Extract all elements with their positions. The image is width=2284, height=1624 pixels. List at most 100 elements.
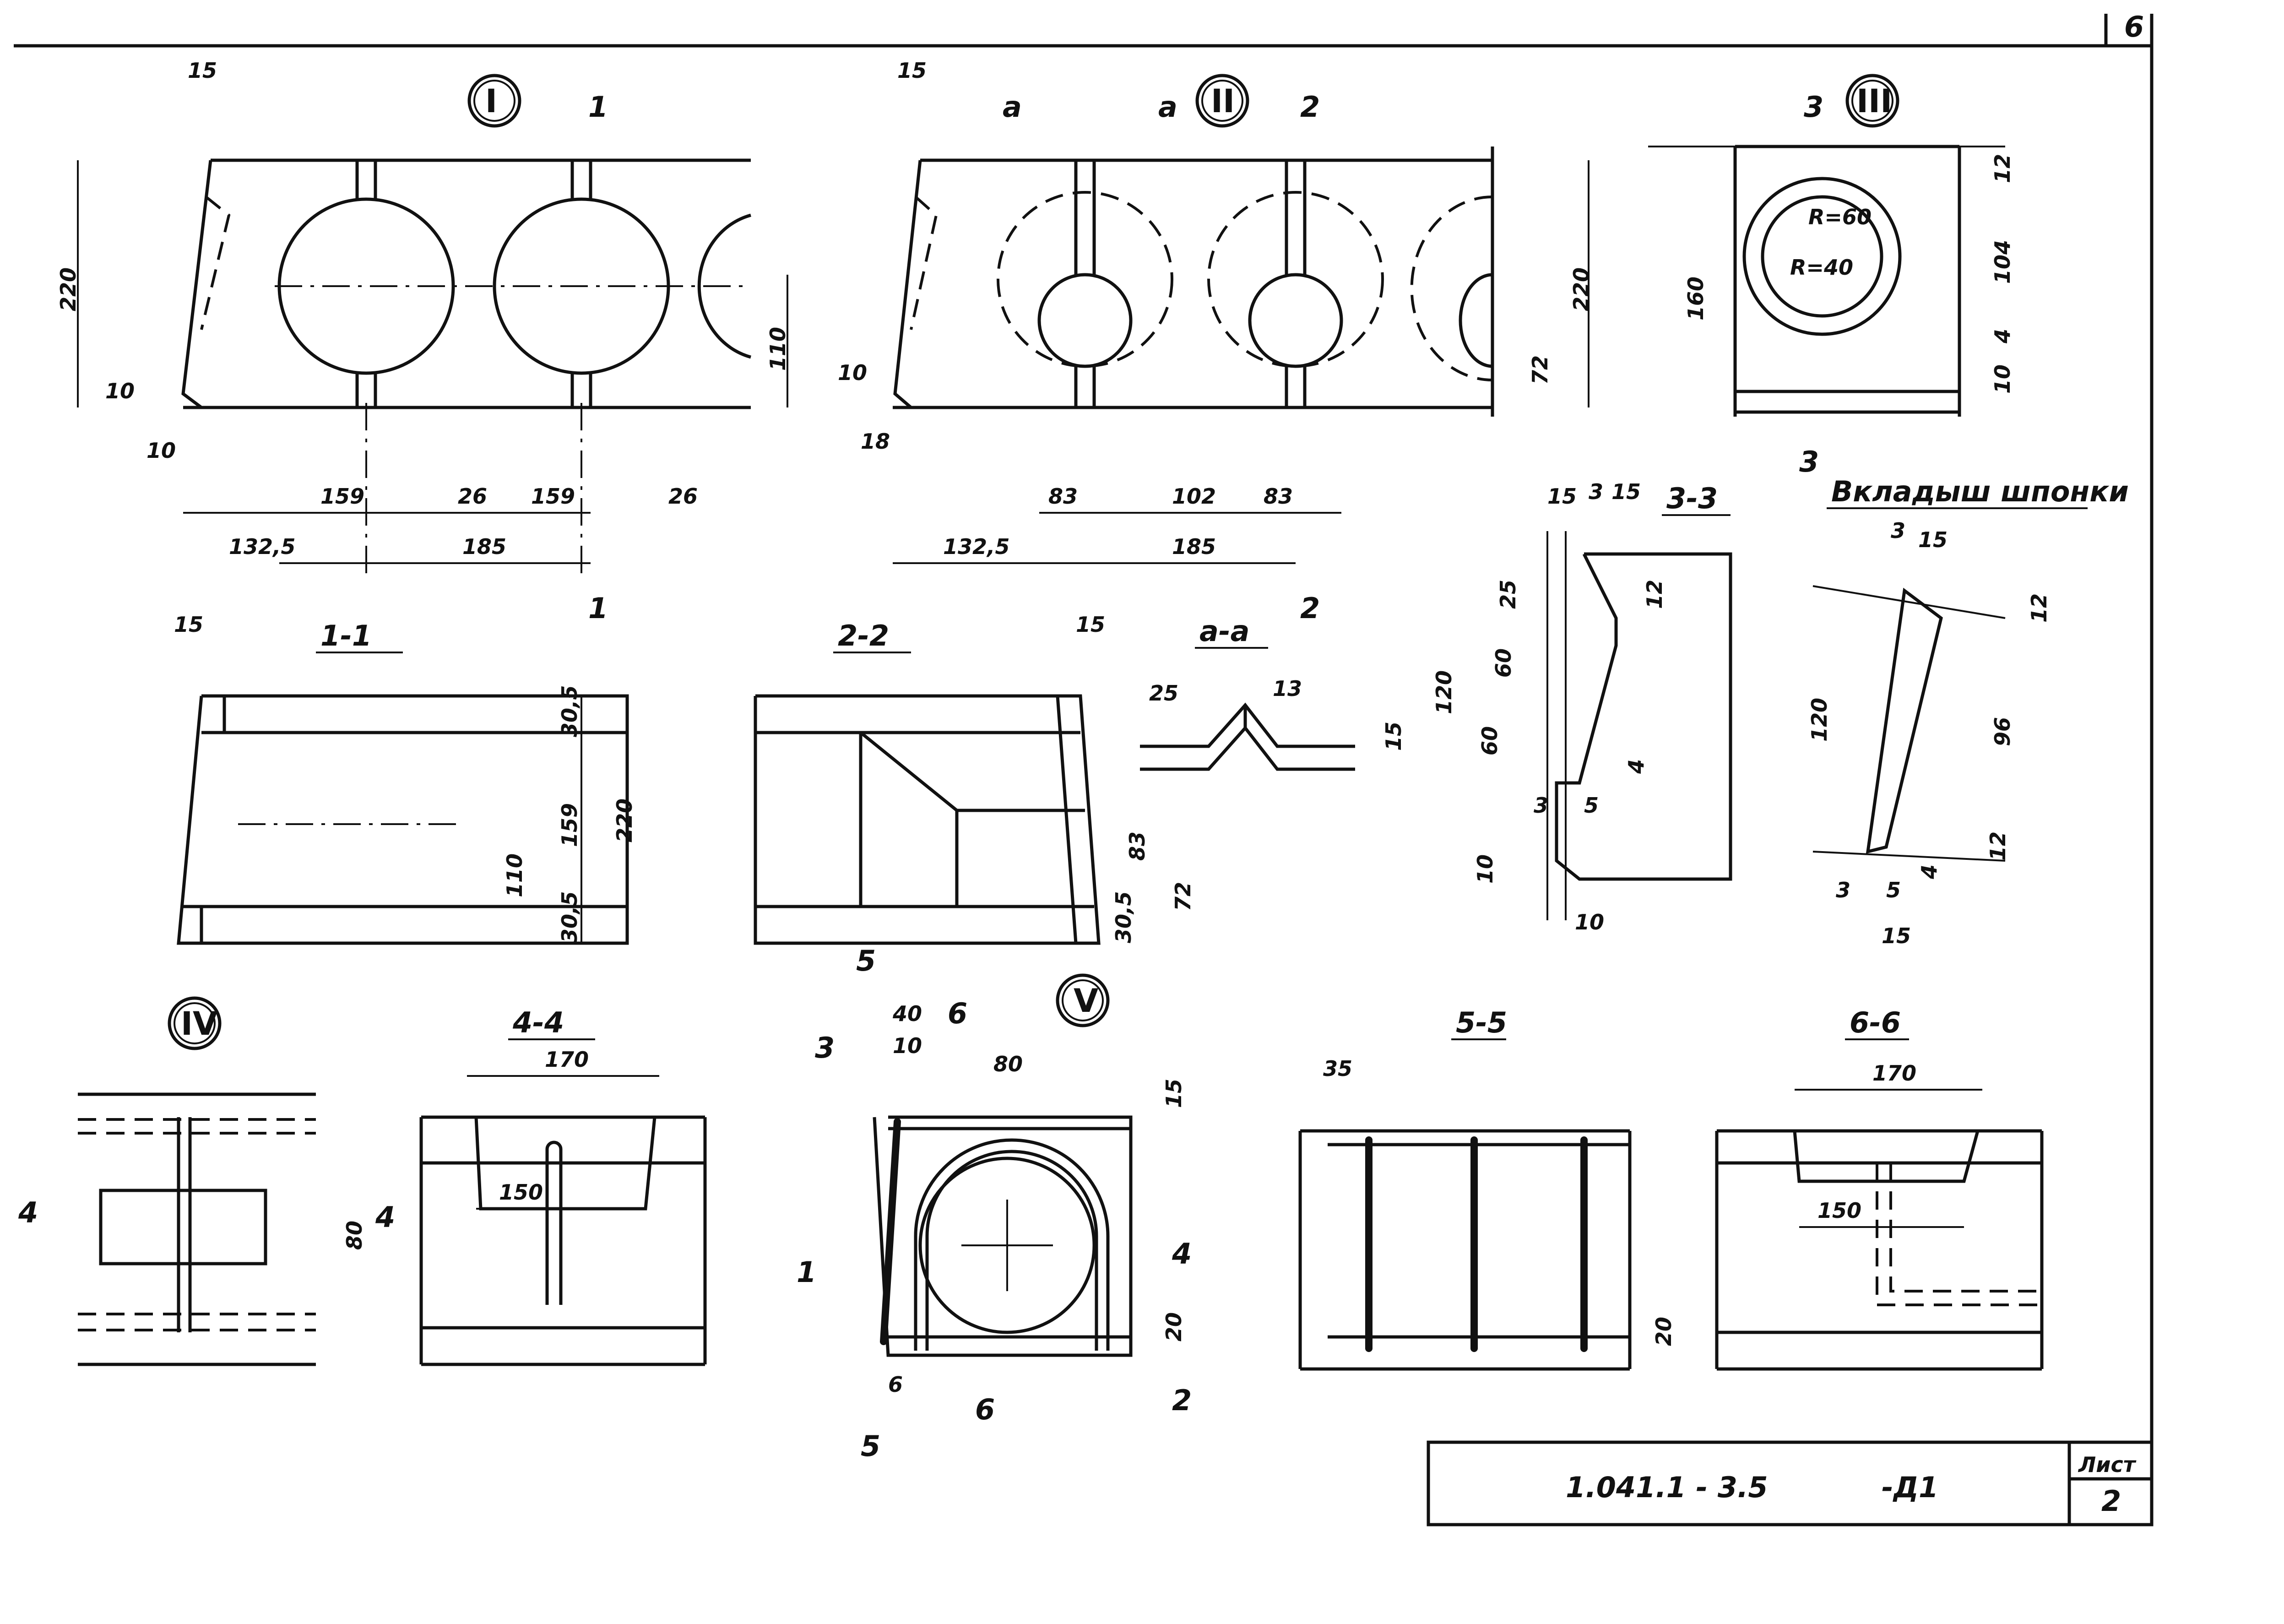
dim-ins-12b: 12 <box>1986 831 2010 861</box>
callout-3: 3 <box>815 1031 835 1065</box>
title-block: 1.041.1 - 3.5 -Д1 Лист 2 <box>1427 1440 2154 1526</box>
dim-s3-5: 5 <box>1584 793 1599 818</box>
dim-II-83b: 83 <box>1264 484 1293 509</box>
section-title-4-4: 4-4 <box>512 1006 564 1039</box>
corner-mark: 6 <box>2124 10 2144 43</box>
section-mark-a-left: а <box>1003 90 1022 124</box>
section-mark-1: 1 <box>588 90 608 124</box>
dim-V-10: 10 <box>893 1033 922 1058</box>
list-number: 2 <box>2101 1484 2121 1518</box>
dim-III-10: 10 <box>1990 364 2015 394</box>
dim-s3-10b: 10 <box>1575 910 1604 934</box>
dim-I-110: 110 <box>765 327 790 371</box>
dim-s3-60b: 60 <box>1477 726 1502 755</box>
dim-ins-3a: 3 <box>1891 518 1905 543</box>
dim-s1-305b: 30,5 <box>557 891 582 944</box>
view-mark-circle <box>467 74 521 128</box>
callout-1: 1 <box>797 1255 816 1289</box>
dim-s2-83: 83 <box>1125 831 1150 861</box>
view-V: V 40 10 6 80 15 3 1 4 20 2 6 5 6 <box>797 973 1192 1463</box>
view-mark-V: V <box>1074 982 1098 1020</box>
dim-s1-220: 220 <box>612 798 637 842</box>
section-title-a-a: а-а <box>1199 614 1249 648</box>
dim-ins-15b: 15 <box>1882 923 1911 948</box>
dim-I-185: 185 <box>462 534 506 559</box>
dim-I-1325: 132,5 <box>229 534 296 559</box>
dim-III-r60: R=60 <box>1808 205 1872 229</box>
dim-s3-25: 25 <box>1496 580 1520 609</box>
section-title-5-5: 5-5 <box>1456 1006 1507 1039</box>
dim-s3-12: 12 <box>1642 580 1667 609</box>
dim-s1-159: 159 <box>557 803 582 847</box>
section-mark-3-top: 3 <box>1804 90 1823 124</box>
dim-I-26b: 26 <box>668 484 698 509</box>
view-IV: IV 4 4 80 <box>18 996 395 1366</box>
callout-2: 2 <box>1172 1384 1192 1417</box>
dim-II-1325: 132,5 <box>943 534 1010 559</box>
dim-s3-60a: 60 <box>1491 648 1516 678</box>
list-label: Лист <box>2078 1452 2137 1477</box>
section-1-1: 1-1 15 1 30,5 159 220 110 30,5 <box>174 592 637 945</box>
dim-II-15: 15 <box>897 58 927 83</box>
section-3-3: 3-3 15 3 15 25 120 60 60 12 4 3 5 10 10 <box>1432 479 1732 934</box>
dim-s5-35: 35 <box>1323 1056 1352 1081</box>
callout-4: 4 <box>1172 1237 1192 1271</box>
section-title-1-1: 1-1 <box>320 619 372 652</box>
section-mark-6-top: 6 <box>948 997 967 1030</box>
section-2-2: 2-2 15 83 72 30,5 5 <box>754 612 1195 978</box>
dim-sa-15: 15 <box>1381 722 1406 751</box>
dim-s6-150: 150 <box>1817 1198 1861 1223</box>
dim-III-12: 12 <box>1990 154 2015 183</box>
doc-code: 1.041.1 - 3.5 <box>1566 1471 1768 1504</box>
dim-V-20: 20 <box>1161 1312 1186 1342</box>
section-4-4: 4-4 170 150 <box>419 1006 707 1366</box>
dim-s2-305: 30,5 <box>1111 891 1136 944</box>
section-mark-6-bottom: 6 <box>975 1393 995 1426</box>
dim-I-159a: 159 <box>320 484 364 509</box>
dim-V-40: 40 <box>892 1001 922 1026</box>
dim-s2-72: 72 <box>1171 882 1195 911</box>
dim-s3-3: 3 <box>1589 479 1603 504</box>
section-5-5: 5-5 35 20 <box>1298 1006 1676 1371</box>
dim-ins-12a: 12 <box>2027 593 2051 623</box>
view-II: II 15 а а 2 10 18 220 72 83 102 83 132,5… <box>838 58 1594 564</box>
dim-III-104: 104 <box>1990 240 2015 284</box>
view-III: III 3 3 12 104 10 4 160 R=60 R=40 <box>1648 74 2015 478</box>
dim-ins-96: 96 <box>1990 717 2015 746</box>
dim-s1-15: 15 <box>174 612 203 637</box>
dim-s4-170: 170 <box>545 1047 589 1072</box>
section-mark-a-right: а <box>1158 90 1177 124</box>
dim-s3-15a: 15 <box>1547 484 1577 509</box>
dim-s1-305a: 30,5 <box>557 685 582 738</box>
section-mark-2: 2 <box>1300 90 1320 124</box>
dim-I-26a: 26 <box>458 484 487 509</box>
key-insert: Вкладыш шпонки 3 15 12 120 96 3 5 4 12 1… <box>1807 475 2129 948</box>
view-mark-III: III <box>1856 82 1892 120</box>
dim-V-6: 6 <box>888 1372 903 1397</box>
dim-ins-15a: 15 <box>1918 527 1948 552</box>
view-mark-I: I <box>485 82 497 120</box>
view-mark-IV: IV <box>181 1005 217 1043</box>
dim-III-4: 4 <box>1990 329 2015 344</box>
dim-II-18: 18 <box>861 429 890 454</box>
insert-title: Вкладыш шпонки <box>1831 475 2129 508</box>
dim-I-220: 220 <box>56 267 81 311</box>
dim-s1-110: 110 <box>502 853 527 897</box>
dim-sa-13: 13 <box>1273 676 1302 701</box>
section-title-6-6: 6-6 <box>1850 1006 1901 1039</box>
section-mark-3-bottom: 3 <box>1799 445 1819 478</box>
dim-I-15: 15 <box>188 58 217 83</box>
section-mark-4-right: 4 <box>375 1200 395 1234</box>
dim-s3-10a: 10 <box>1473 854 1497 884</box>
sheet-frame: 6 <box>14 10 2154 1525</box>
dim-sa-25: 25 <box>1149 681 1178 706</box>
dim-ins-120: 120 <box>1807 698 1832 742</box>
dim-s2-15: 15 <box>1076 612 1105 637</box>
dim-I-159b: 159 <box>531 484 575 509</box>
section-mark-5: 5 <box>856 944 876 978</box>
dim-s3-120: 120 <box>1432 670 1456 714</box>
dim-V-80: 80 <box>993 1052 1023 1076</box>
dim-s4-150: 150 <box>499 1180 543 1205</box>
doc-suffix: -Д1 <box>1882 1471 1938 1504</box>
